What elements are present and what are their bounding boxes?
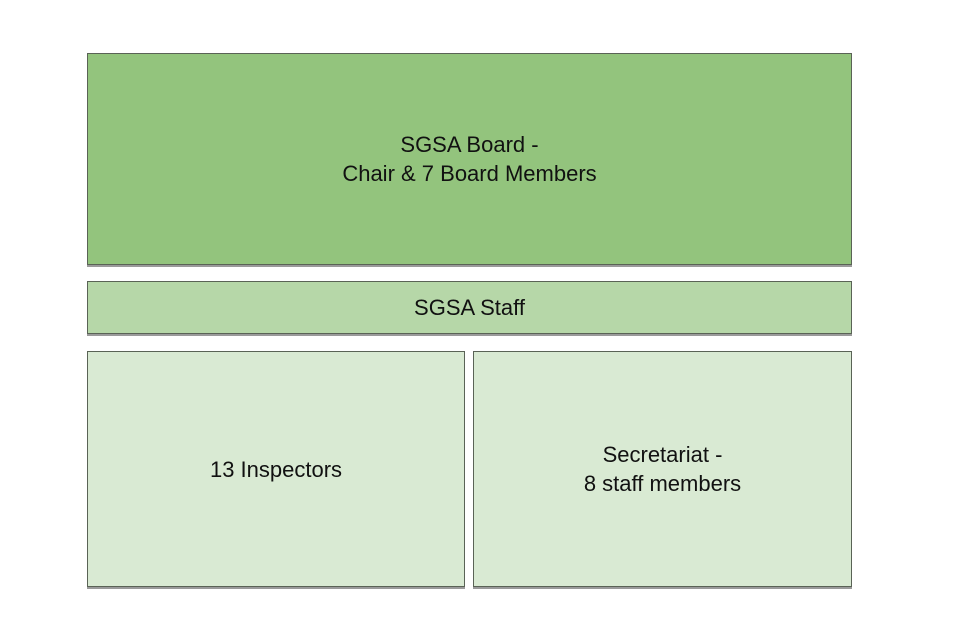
- secretariat-title: Secretariat -: [602, 442, 723, 467]
- sgsa-staff-box: SGSA Staff: [87, 281, 852, 334]
- inspectors-label: 13 Inspectors: [209, 456, 343, 482]
- sgsa-board-box: SGSA Board - Chair & 7 Board Members: [87, 53, 852, 265]
- board-title: SGSA Board -: [400, 132, 539, 157]
- staff-label: SGSA Staff: [414, 295, 525, 320]
- board-members: Chair & 7 Board Members: [342, 161, 597, 186]
- secretariat-members: 8 staff members: [583, 471, 742, 496]
- inspectors-box: 13 Inspectors: [87, 351, 465, 587]
- secretariat-box: Secretariat - 8 staff members: [473, 351, 852, 587]
